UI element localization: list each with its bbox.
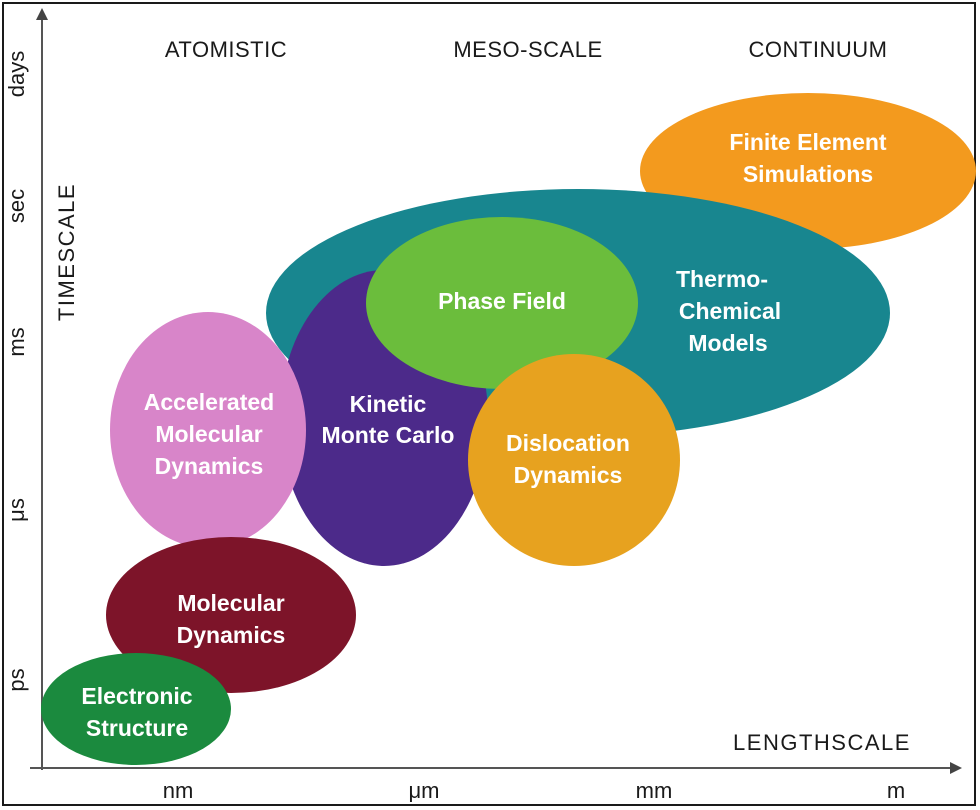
y-tick-sec: sec [4,189,29,223]
region-continuum: CONTINUUM [749,37,888,62]
y-tick-days: days [4,51,29,97]
thermo-chemical-label-3: Models [688,330,767,356]
accelerated-md-label-3: Dynamics [155,453,264,479]
x-tick-mm: mm [636,778,673,803]
accelerated-md-ellipse [110,312,306,548]
x-axis-title: LENGTHSCALE [733,730,911,755]
kinetic-mc-label-1: Kinetic [350,391,427,417]
dislocation-label-1: Dislocation [506,430,630,456]
dislocation-dynamics-ellipse [468,354,680,566]
y-axis-title: TIMESCALE [54,183,79,321]
region-atomistic: ATOMISTIC [165,37,287,62]
region-meso-scale: MESO-SCALE [453,37,602,62]
dislocation-label-2: Dynamics [514,462,623,488]
molecular-dynamics-label-2: Dynamics [177,622,286,648]
y-tick-us: μs [4,498,29,522]
accelerated-md-label-1: Accelerated [144,389,274,415]
electronic-structure-label-1: Electronic [81,683,192,709]
thermo-chemical-label-1: Thermo- [676,266,768,292]
thermo-chemical-label-2: Chemical [679,298,781,324]
x-tick-nm: nm [163,778,194,803]
electronic-structure-label-2: Structure [86,715,188,741]
finite-element-label-2: Simulations [743,161,873,187]
electronic-structure-ellipse [41,653,231,765]
x-tick-m: m [887,778,905,803]
accelerated-md-label-2: Molecular [155,421,262,447]
molecular-dynamics-ellipse [106,537,356,693]
kinetic-mc-label-2: Monte Carlo [322,422,455,448]
x-tick-um: μm [408,778,439,803]
finite-element-label-1: Finite Element [729,129,887,155]
y-tick-ps: ps [4,668,29,691]
phase-field-ellipse [366,217,638,389]
y-tick-ms: ms [4,327,29,356]
molecular-dynamics-label-1: Molecular [177,590,284,616]
phase-field-label: Phase Field [438,288,566,314]
